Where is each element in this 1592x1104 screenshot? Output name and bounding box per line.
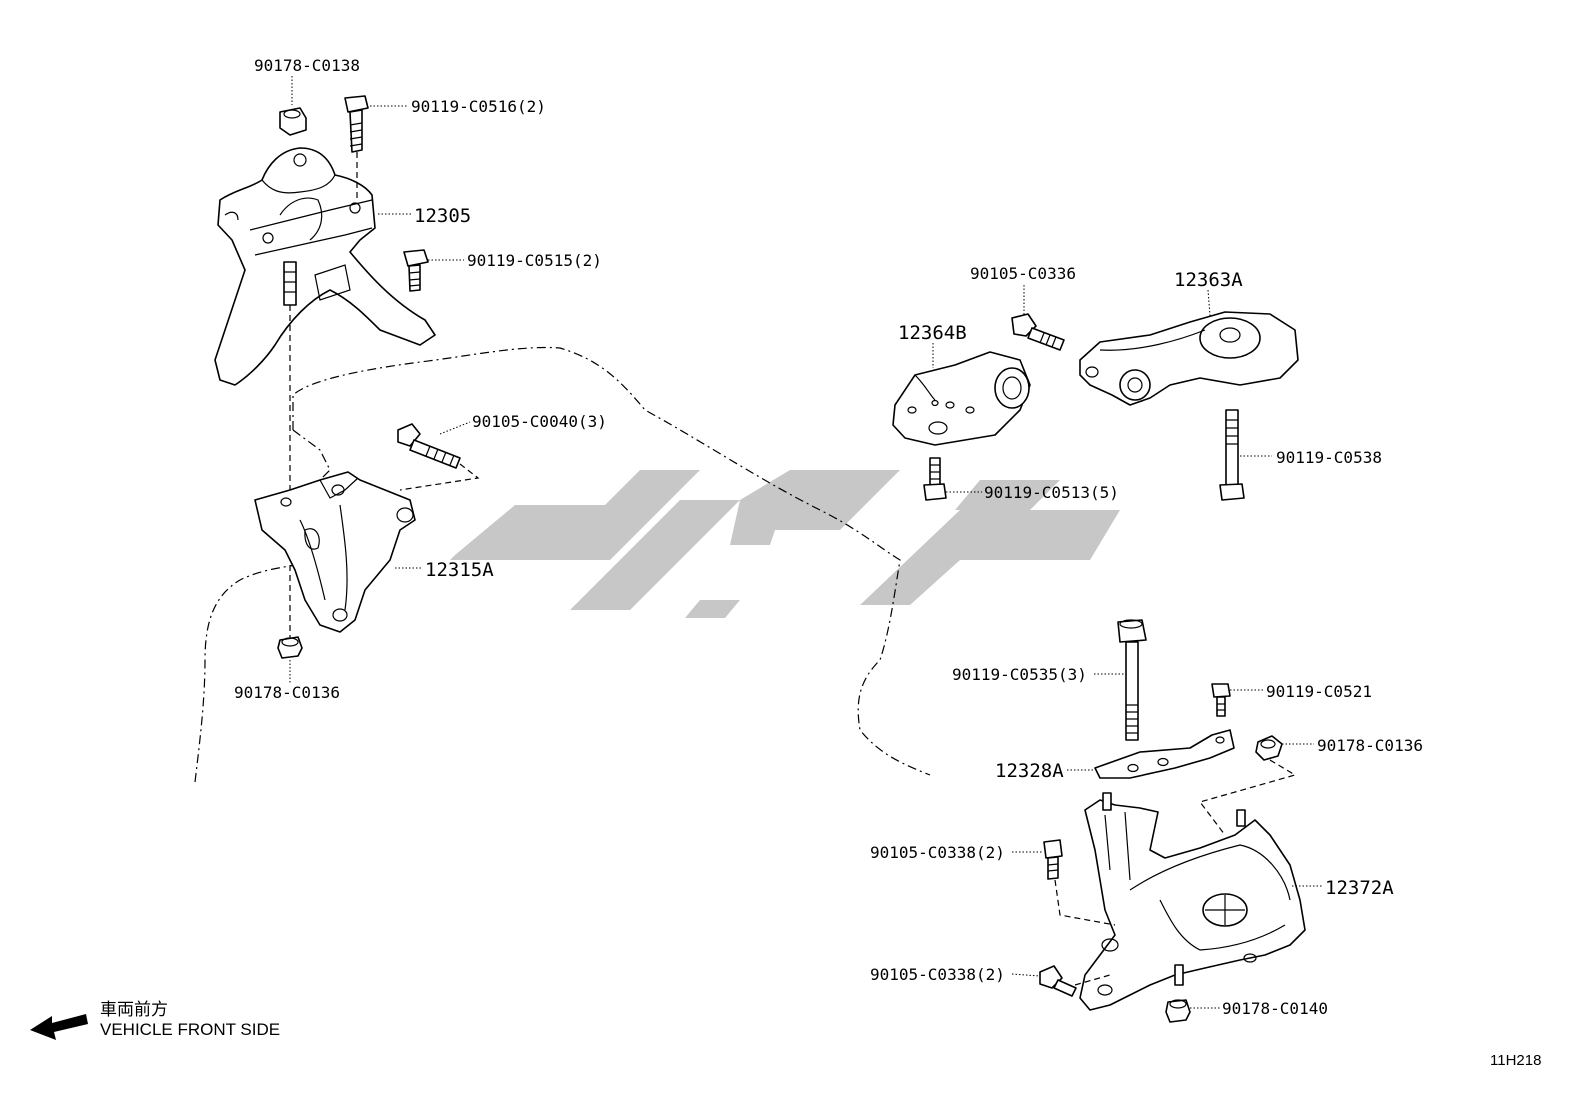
label-12315A: 12315A: [425, 559, 494, 581]
label-90178-C0136-left: 90178-C0136: [234, 683, 340, 702]
label-90178-C0136-right: 90178-C0136: [1317, 736, 1423, 755]
label-90119-C0538: 90119-C0538: [1276, 448, 1382, 467]
bolt-90119-C0516: [344, 95, 369, 200]
nut-90178-C0136-left: [277, 636, 303, 659]
bolt-90119-C0521: [1211, 683, 1231, 717]
front-label-en: VEHICLE FRONT SIDE: [100, 1020, 280, 1039]
arrow-left-icon: [30, 1014, 88, 1040]
bolt-90105-C0040: [397, 423, 480, 491]
bolt-90119-C0535: [1117, 619, 1147, 741]
figure-reference: 11H218: [1490, 1052, 1541, 1069]
bracket-12315A: [254, 471, 416, 633]
label-90119-C0535: 90119-C0535(3): [952, 665, 1087, 684]
label-90119-C0521: 90119-C0521: [1266, 682, 1372, 701]
stud-12305: [283, 261, 297, 640]
plate-12328A: [1094, 729, 1235, 779]
label-12363A: 12363A: [1174, 269, 1243, 291]
label-90178-C0140: 90178-C0140: [1222, 999, 1328, 1018]
mount-12372A: [1054, 792, 1306, 1011]
bolt-90105-C0338-b: [1039, 965, 1077, 997]
leader-lines: [289, 76, 1322, 1009]
bolt-90119-C0515: [403, 249, 429, 292]
vehicle-front-indicator: 車両前方 VEHICLE FRONT SIDE: [30, 1000, 280, 1040]
bolt-90119-C0513: [923, 457, 947, 501]
bracket-12364B: [892, 351, 1031, 446]
label-12328A: 12328A: [995, 760, 1064, 782]
nut-90178-C0136-right: [1198, 735, 1297, 836]
label-12372A: 12372A: [1325, 877, 1394, 899]
nut-90178-C0140: [1165, 999, 1191, 1023]
label-90178-C0138: 90178-C0138: [254, 56, 360, 75]
label-90105-C0336: 90105-C0336: [970, 264, 1076, 283]
torque-rod-12363A: [1079, 311, 1299, 406]
label-90119-C0516: 90119-C0516(2): [411, 97, 546, 116]
label-90105-C0040: 90105-C0040(3): [472, 412, 607, 431]
label-12364B: 12364B: [898, 322, 967, 344]
nut-90178-C0138: [279, 107, 307, 136]
front-label-jp: 車両前方: [100, 1000, 168, 1020]
bolt-90119-C0538: [1219, 409, 1245, 501]
label-90119-C0515: 90119-C0515(2): [467, 251, 602, 270]
label-12305: 12305: [414, 205, 471, 227]
label-90105-C0338-b: 90105-C0338(2): [870, 965, 1005, 984]
label-90105-C0338-a: 90105-C0338(2): [870, 843, 1005, 862]
watermark-logo: [450, 470, 1120, 618]
bolt-90105-C0338-a: [1043, 839, 1063, 880]
bolt-90105-C0336: [1011, 313, 1065, 351]
label-90119-C0513: 90119-C0513(5): [984, 483, 1119, 502]
engine-mount-12305: [214, 147, 436, 386]
